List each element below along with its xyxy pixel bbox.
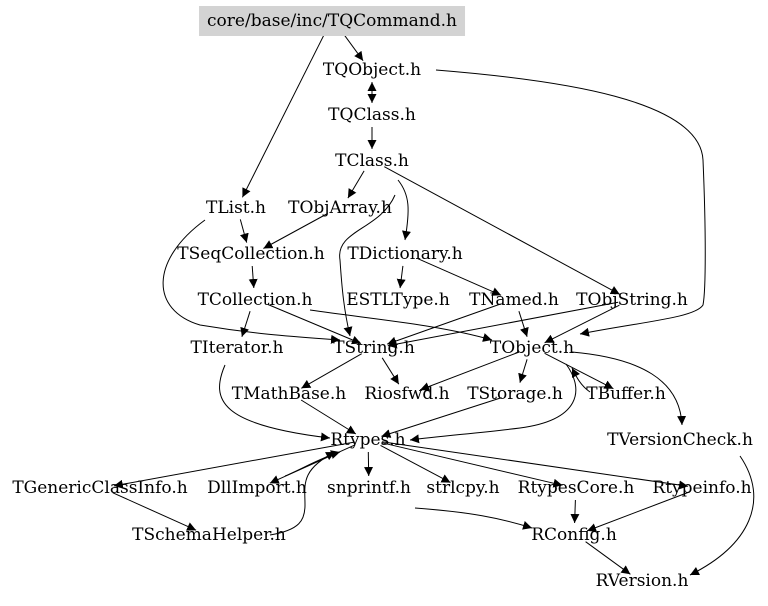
edge-rtypes-to-tgci [113, 441, 355, 489]
node-tdictionary-h[interactable]: TDictionary.h [347, 244, 463, 264]
edge-tobj-to-tstor [518, 359, 528, 383]
edge-tsh-to-rtypes [269, 451, 336, 536]
edge-tnamed-to-tstr [387, 303, 501, 346]
node-rtypescore-h[interactable]: RtypesCore.h [517, 478, 635, 498]
node-tschemahelper-h[interactable]: TSchemaHelper.h [132, 525, 286, 545]
edge-tcls-to-tstr [339, 194, 396, 337]
edge-rtypes-to-rinfo [381, 441, 689, 490]
edge-tcls-to-toa [347, 170, 365, 199]
node-tgenericclassinfo-h[interactable]: TGenericClassInfo.h [12, 478, 188, 498]
edge-tcoll-to-tobj [309, 309, 493, 342]
node-tmathbase-h[interactable]: TMathBase.h [231, 384, 347, 404]
node-snprintf-h[interactable]: snprintf.h [327, 478, 411, 498]
edge-toa-to-tseq [263, 213, 328, 249]
edge-tmath-to-rtypes [300, 399, 357, 435]
edge-tvc-to-rver [689, 455, 755, 576]
edge-tbuf-to-tobj [571, 367, 591, 393]
node-tobjarray-h[interactable]: TObjArray.h [288, 198, 392, 218]
edge-cmd-to-tobj [435, 69, 706, 337]
edge-tcoll-to-tstr [267, 304, 362, 345]
edge-tdict-to-tnamed [417, 258, 502, 296]
edge-tcoll-to-titer [240, 311, 251, 337]
edge-snp-to-rconf [414, 507, 533, 530]
node-rconfig-h[interactable]: RConfig.h [531, 525, 617, 545]
edge-tobj-to-rtypes [409, 363, 577, 444]
edge-tstr-to-rios [381, 357, 400, 385]
edge-titer-to-rtypes [219, 364, 331, 442]
edge-rtypes-to-dll [269, 444, 356, 484]
node-dllimport-h[interactable]: DllImport.h [207, 478, 307, 498]
node-tqobject-h[interactable]: TQObject.h [322, 60, 422, 80]
node-tstorage-h[interactable]: TStorage.h [467, 384, 563, 404]
node-estltype-h[interactable]: ESTLType.h [346, 290, 450, 310]
edge-tcls-to-tdict [397, 179, 411, 241]
edge-rconf-to-rver [585, 541, 631, 575]
edge-tnamed-to-tobj [518, 311, 529, 337]
edge-tdict-to-estl [396, 265, 406, 289]
node-rtypeinfo-h[interactable]: Rtypeinfo.h [652, 478, 752, 498]
edge-rinfo-to-rconf [586, 491, 690, 532]
edge-cmd-to-tlist [241, 31, 327, 198]
edge-tobj-to-rios [419, 351, 520, 391]
edge-tgci-to-tsh [112, 492, 197, 531]
node-rtypes-h[interactable]: Rtypes.h [330, 430, 406, 450]
edge-tos-to-tobj [544, 304, 620, 344]
node-riosfwd-h[interactable]: Riosfwd.h [364, 384, 450, 404]
node-tqcommand-h[interactable]: core/base/inc/TQCommand.h [199, 6, 465, 36]
node-tobjstring-h[interactable]: TObjString.h [576, 290, 688, 310]
edge-rtypes-to-strl [380, 444, 451, 484]
edge-tlist-to-tseq [239, 219, 249, 243]
edge-tstr-to-tmath [301, 353, 362, 389]
node-strlcpy-h[interactable]: strlcpy.h [426, 478, 500, 498]
edge-tstor-to-rtypes [381, 397, 502, 438]
node-rversion-h[interactable]: RVersion.h [595, 571, 689, 591]
node-tseqcollection-h[interactable]: TSeqCollection.h [177, 244, 325, 264]
node-tstring-h[interactable]: TString.h [333, 338, 415, 358]
node-titerator-h[interactable]: TIterator.h [190, 338, 284, 358]
edge-tseq-to-tcoll [248, 265, 258, 289]
node-tclass-h[interactable]: TClass.h [335, 151, 409, 171]
node-tcollection-h[interactable]: TCollection.h [197, 290, 313, 310]
node-tqclass-h[interactable]: TQClass.h [328, 105, 416, 125]
node-tbuffer-h[interactable]: TBuffer.h [586, 384, 666, 404]
node-tobject-h[interactable]: TObject.h [489, 338, 575, 358]
edge-rtypes-to-rcore [381, 442, 563, 488]
edge-tlist-to-tstr [162, 219, 341, 344]
edge-tobj-to-tvc [571, 351, 687, 426]
node-tlist-h[interactable]: TList.h [206, 198, 266, 218]
node-tnamed-h[interactable]: TNamed.h [469, 290, 559, 310]
edge-rcore-to-rconf [570, 499, 580, 524]
node-tversioncheck-h[interactable]: TVersionCheck.h [607, 430, 753, 450]
edge-tcls-to-tos [384, 166, 620, 295]
edge-tos-to-tstr [387, 301, 619, 349]
